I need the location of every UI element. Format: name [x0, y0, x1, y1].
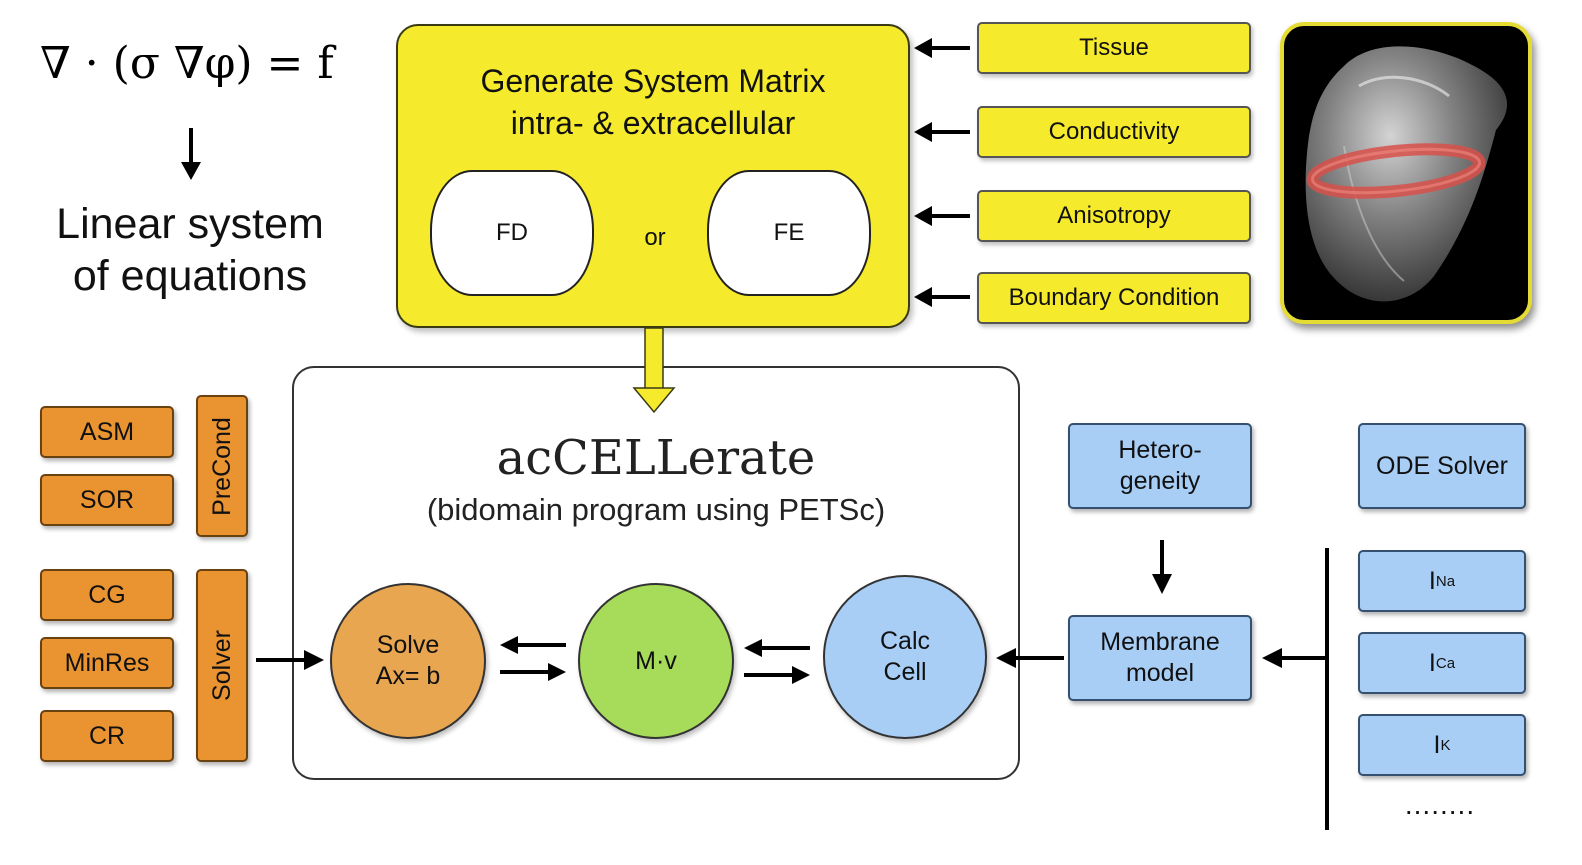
current-ica-main: I	[1428, 648, 1436, 677]
linear-system-line1: Linear system	[56, 200, 324, 248]
solver-to-solve-arrow	[256, 650, 324, 670]
solver-group-label: Solver	[196, 569, 248, 762]
ode-solver-box: ODE Solver	[1358, 423, 1526, 509]
input-boundary-condition: Boundary Condition	[977, 272, 1251, 324]
calc-cell-circle: Calc Cell	[823, 575, 987, 739]
input-conductivity: Conductivity	[977, 106, 1251, 158]
more-currents-ellipsis: ........	[1404, 789, 1476, 820]
input-arrow-tissue	[914, 38, 970, 58]
solve-label-line1: Solve	[376, 631, 440, 659]
input-arrow-boundary	[914, 287, 970, 307]
solve-mv-exchange-arrows	[500, 636, 566, 681]
system-matrix-title-line1: Generate System Matrix	[480, 63, 826, 99]
precond-asm: ASM	[40, 406, 174, 458]
current-ica-sub: Ca	[1435, 654, 1456, 672]
input-tissue: Tissue	[977, 22, 1251, 74]
membrane-to-calc-arrow	[996, 648, 1064, 668]
precond-sor: SOR	[40, 474, 174, 526]
membrane-model-line2: model	[1125, 659, 1195, 687]
heterogeneity-box: Hetero- geneity	[1068, 423, 1252, 509]
mv-circle: M·v	[578, 583, 734, 739]
system-matrix-title: Generate System Matrix intra- & extracel…	[398, 60, 908, 144]
equation-down-arrow	[181, 128, 201, 180]
input-arrow-anisotropy	[914, 206, 970, 226]
method-fe: FE	[707, 170, 871, 296]
heart-image	[1280, 22, 1532, 324]
system-matrix-title-line2: intra- & extracellular	[510, 105, 796, 141]
solver-cr: CR	[40, 710, 174, 762]
input-anisotropy: Anisotropy	[977, 190, 1251, 242]
membrane-model-line1: Membrane	[1100, 628, 1220, 656]
solver-cg: CG	[40, 569, 174, 621]
method-or-label: or	[644, 224, 666, 251]
mv-calc-exchange-arrows	[744, 639, 810, 684]
heterogeneity-to-membrane-arrow	[1152, 540, 1172, 594]
input-arrow-conductivity	[914, 122, 970, 142]
solve-label-line2: Ax= b	[375, 662, 441, 690]
current-ik-sub: K	[1440, 736, 1451, 754]
heterogeneity-line2: geneity	[1119, 467, 1201, 495]
program-title: acCELLerate	[496, 430, 816, 486]
current-ina-main: I	[1428, 566, 1436, 595]
heterogeneity-line1: Hetero-	[1118, 436, 1202, 464]
solver-minres: MinRes	[40, 637, 174, 689]
membrane-model-box: Membrane model	[1068, 615, 1252, 701]
matrix-to-program-arrow	[632, 327, 676, 414]
current-ik-main: I	[1433, 730, 1441, 759]
method-fd: FD	[430, 170, 594, 296]
program-subtitle: (bidomain program using PETSc)	[426, 492, 886, 527]
heart-3d-render-icon	[1305, 46, 1508, 302]
poisson-equation: ∇ · (σ ∇φ) = f	[40, 38, 334, 89]
calc-cell-label-line2: Cell	[883, 658, 927, 686]
solve-circle: Solve Ax= b	[330, 583, 486, 739]
linear-system-label: Linear system of equations	[30, 198, 350, 302]
calc-cell-label-line1: Calc	[879, 627, 930, 655]
precond-group-label: PreCond	[196, 395, 248, 537]
currents-to-membrane-arrow	[1262, 648, 1327, 668]
linear-system-line2: of equations	[72, 252, 308, 300]
current-ina-sub: Na	[1435, 572, 1456, 590]
